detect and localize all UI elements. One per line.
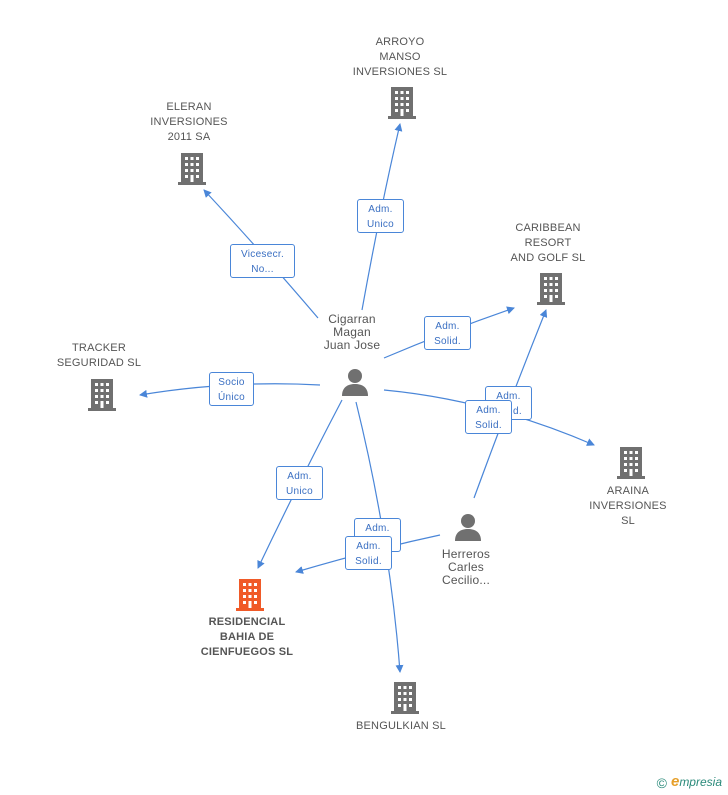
person-icon-cigarran[interactable] — [340, 367, 370, 397]
company-label-araina[interactable]: ARAINA INVERSIONES SL — [589, 485, 667, 527]
building-icon-caribbean[interactable] — [536, 271, 566, 305]
relation-label-adm-unico[interactable]: Adm. Solid. — [465, 400, 512, 434]
brand-initial: e — [670, 773, 680, 791]
company-label-bengulkian[interactable]: BENGULKIAN SL — [355, 720, 447, 732]
company-label-eleran[interactable]: ELERAN INVERSIONES 2011 SA — [150, 101, 228, 143]
building-icon-tracker[interactable] — [87, 377, 117, 411]
company-label-residencial[interactable]: RESIDENCIAL BAHIA DE CIENFUEGOS SL — [200, 616, 294, 658]
relation-label-socio-unico[interactable]: Socio Único — [209, 372, 254, 406]
relation-label-vicesecr[interactable]: Vicesecr. No... — [230, 244, 295, 278]
relation-label-adm-solid[interactable]: Adm. Solid. — [345, 536, 392, 570]
building-icon-residencial[interactable] — [235, 577, 265, 611]
building-icon-eleran[interactable] — [177, 151, 207, 185]
brand-name: mpresia — [679, 775, 722, 790]
relation-label-adm-solid[interactable]: Adm. Solid. — [424, 316, 471, 350]
company-label-tracker[interactable]: TRACKER SEGURIDAD SL — [56, 342, 142, 369]
building-icon-bengulkian[interactable] — [390, 680, 420, 714]
copyright-symbol: © — [656, 775, 667, 791]
company-label-arroyo[interactable]: ARROYO MANSO INVERSIONES SL — [352, 36, 448, 78]
footer-brand[interactable]: ©empresia — [657, 773, 722, 791]
company-label-caribbean[interactable]: CARIBBEAN RESORT AND GOLF SL — [510, 222, 586, 264]
relation-label-adm-solid[interactable]: Adm. Unico — [276, 466, 323, 500]
relation-label-adm-unico[interactable]: Adm. Unico — [357, 199, 404, 233]
person-label-herreros[interactable]: Herreros Carles Cecilio... — [441, 547, 491, 587]
building-icon-arroyo[interactable] — [387, 85, 417, 119]
building-icon-araina[interactable] — [616, 445, 646, 479]
person-label-cigarran[interactable]: Cigarran Magan Juan Jose — [323, 312, 381, 352]
person-icon-herreros[interactable] — [453, 512, 483, 542]
